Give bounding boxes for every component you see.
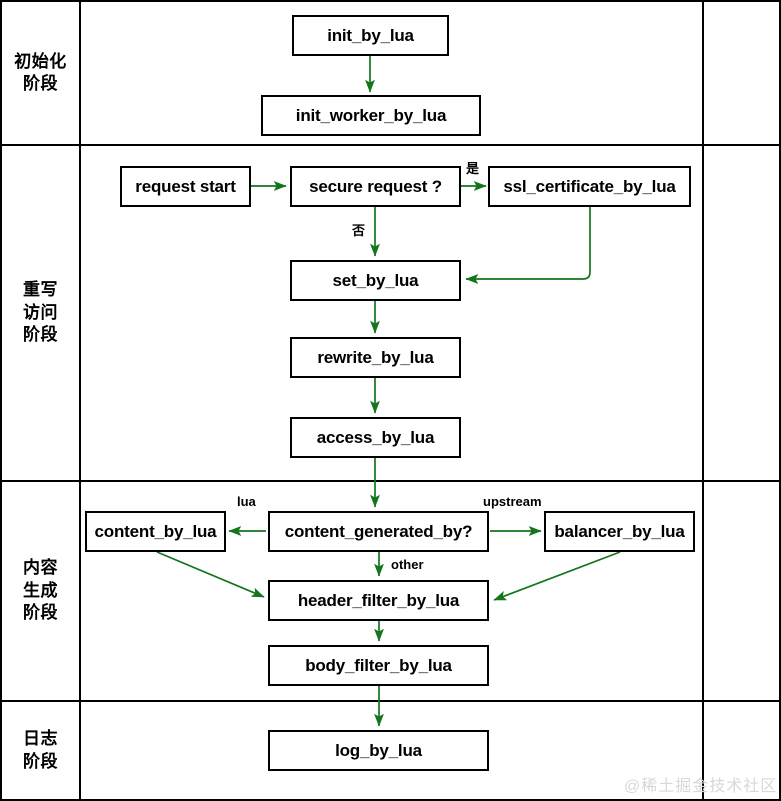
phase-label-log-line-1: 日志 (23, 729, 58, 749)
phase-label-log: 日志 阶段 (2, 702, 79, 799)
edge-balancer-to-header (493, 551, 621, 601)
grid-border-left (0, 0, 2, 801)
grid-row-divider-rewrite-content (0, 480, 781, 482)
node-header-filter-by-lua[interactable]: header_filter_by_lua (268, 580, 489, 621)
phase-label-init-line-1: 初始化 (14, 51, 67, 71)
node-ssl-certificate-by-lua[interactable]: ssl_certificate_by_lua (488, 166, 691, 207)
edge-ssl-to-set (465, 206, 591, 284)
grid-border-top (0, 0, 781, 2)
phase-label-content-line-1: 内容 (23, 558, 58, 578)
node-balancer-by-lua[interactable]: balancer_by_lua (544, 511, 695, 552)
node-request-start[interactable]: request start (120, 166, 251, 207)
phase-label-rewrite-line-3: 阶段 (23, 325, 58, 345)
phase-label-init: 初始化 阶段 (2, 2, 79, 144)
grid-border-right (779, 0, 781, 801)
phase-label-content-line-3: 阶段 (23, 603, 58, 623)
edge-label-secure-no: 否 (352, 223, 366, 238)
node-log-by-lua[interactable]: log_by_lua (268, 730, 489, 771)
phase-label-content: 内容 生成 阶段 (2, 482, 79, 700)
node-body-filter-by-lua[interactable]: body_filter_by_lua (268, 645, 489, 686)
edge-label-content-other: other (391, 557, 424, 572)
node-rewrite-by-lua[interactable]: rewrite_by_lua (290, 337, 461, 378)
phase-label-content-line-2: 生成 (23, 580, 58, 600)
edge-label-content-lua: lua (237, 494, 256, 509)
edge-label-content-upstream: upstream (483, 494, 542, 509)
phase-label-rewrite-line-2: 访问 (23, 302, 58, 322)
phase-label-rewrite-line-1: 重写 (23, 280, 58, 300)
grid-col-label-divider (79, 0, 81, 801)
node-content-by-lua[interactable]: content_by_lua (85, 511, 226, 552)
watermark: @稀土掘金技术社区 (624, 778, 778, 795)
phase-label-log-line-2: 阶段 (23, 751, 58, 771)
node-access-by-lua[interactable]: access_by_lua (290, 417, 461, 458)
grid-row-divider-content-log (0, 700, 781, 702)
node-set-by-lua[interactable]: set_by_lua (290, 260, 461, 301)
edge-contentlua-to-header (156, 551, 265, 598)
node-init-worker-by-lua[interactable]: init_worker_by_lua (261, 95, 481, 136)
phase-label-init-line-2: 阶段 (23, 74, 58, 93)
edge-label-secure-yes: 是 (466, 161, 480, 176)
grid-row-divider-init-rewrite (0, 144, 781, 146)
node-secure-request[interactable]: secure request ? (290, 166, 461, 207)
node-content-generated-by[interactable]: content_generated_by? (268, 511, 489, 552)
node-init-by-lua[interactable]: init_by_lua (292, 15, 449, 56)
phase-label-rewrite: 重写 访问 阶段 (2, 146, 79, 480)
grid-border-bottom (0, 799, 781, 801)
grid-col-right-divider (702, 0, 704, 801)
